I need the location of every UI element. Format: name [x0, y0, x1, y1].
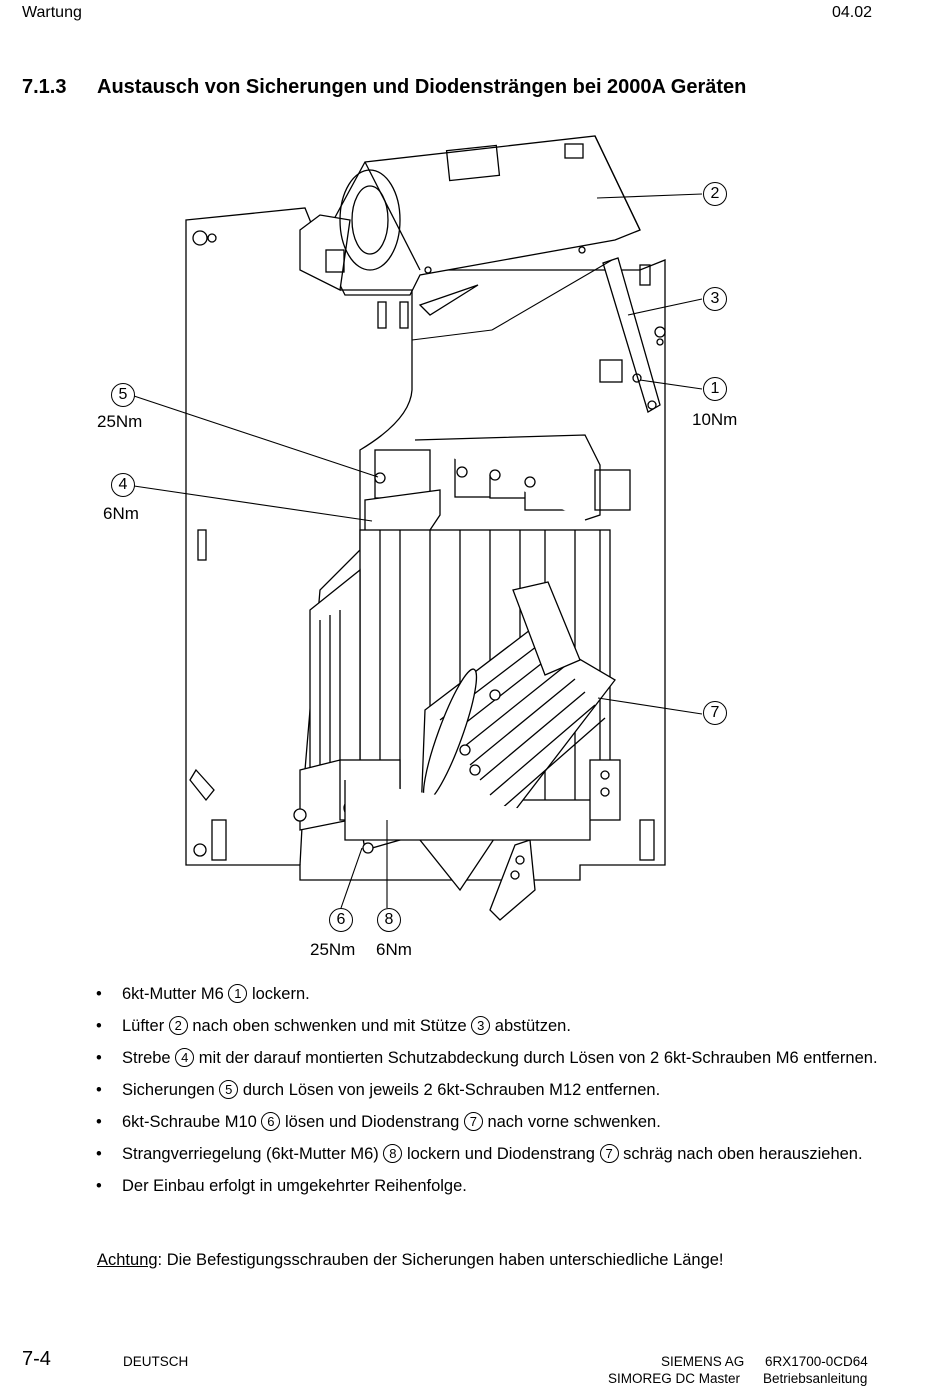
- step-ref-2: 2: [168, 1015, 188, 1035]
- footer-order-number: 6RX1700-0CD64: [765, 1354, 868, 1369]
- header-chapter: Wartung: [22, 4, 82, 21]
- torque-label-5: 25Nm: [97, 412, 143, 431]
- leader-lines: [133, 193, 703, 909]
- step-ref-3: 3: [471, 1015, 491, 1035]
- strut-bar: [364, 489, 441, 536]
- callout-7: 7: [703, 701, 727, 725]
- callout-3: 3: [703, 287, 727, 311]
- torque-label-8: 6Nm: [376, 940, 412, 959]
- step-ref-7: 7: [463, 1111, 483, 1131]
- step-ref-7b: 7: [599, 1143, 619, 1163]
- callout-4: 4: [111, 473, 135, 497]
- device-illustration: [133, 135, 703, 921]
- caution-label: Achtung: [97, 1251, 158, 1269]
- callout-5: 5: [111, 383, 135, 407]
- section-number: 7.1.3: [22, 76, 67, 98]
- step-ref-6: 6: [261, 1111, 281, 1131]
- step-3: Strebe 4 mit der darauf montierten Schut…: [96, 1047, 896, 1069]
- caution-text: : Die Befestigungsschrauben der Sicherun…: [157, 1251, 724, 1269]
- fuse-row: [374, 434, 601, 521]
- step-7: Der Einbau erfolgt in umgekehrter Reihen…: [96, 1176, 896, 1197]
- technical-drawing: 2 3 1 10Nm 5 25Nm 4 6Nm 7 6 8 25Nm 6Nm: [0, 120, 950, 980]
- footer-language: DEUTSCH: [123, 1354, 189, 1369]
- step-6: Strangverriegelung (6kt-Mutter M6) 8 loc…: [96, 1143, 896, 1165]
- step-ref-5: 5: [219, 1079, 239, 1099]
- step-2: Lüfter 2 nach oben schwenken und mit Stü…: [96, 1015, 896, 1037]
- callout-1: 1: [703, 377, 727, 401]
- support-strut: [602, 257, 661, 413]
- section-heading: Austausch von Sicherungen und Diodensträ…: [97, 76, 747, 98]
- lower-clamps: [293, 759, 621, 854]
- callout-2: 2: [703, 182, 727, 206]
- page-number: 7-4: [22, 1348, 51, 1370]
- caution-note: Achtung: Die Befestigungsschrauben der S…: [97, 1251, 724, 1270]
- torque-label-4: 6Nm: [103, 504, 139, 523]
- step-ref-1: 1: [228, 983, 248, 1003]
- torque-label-6: 25Nm: [310, 940, 356, 959]
- step-ref-8: 8: [383, 1143, 403, 1163]
- footer-doc-type: Betriebsanleitung: [763, 1371, 868, 1386]
- step-4: Sicherungen 5 durch Lösen von jeweils 2 …: [96, 1079, 896, 1101]
- callout-8: 8: [377, 908, 401, 932]
- header-date: 04.02: [831, 4, 872, 21]
- footer-company: SIEMENS AG: [661, 1354, 745, 1369]
- instruction-list: 6kt-Mutter M6 1 lockern. Lüfter 2 nach o…: [96, 983, 896, 1208]
- step-1: 6kt-Mutter M6 1 lockern.: [96, 983, 896, 1005]
- torque-label-1: 10Nm: [692, 410, 738, 429]
- section-title: 7.1.3 Austausch von Sicherungen und Diode…: [22, 76, 746, 99]
- footer-product: SIMOREG DC Master: [608, 1371, 741, 1386]
- callout-6: 6: [329, 908, 353, 932]
- step-ref-4: 4: [175, 1047, 195, 1067]
- step-5: 6kt-Schraube M10 6 lösen und Diodenstran…: [96, 1111, 896, 1133]
